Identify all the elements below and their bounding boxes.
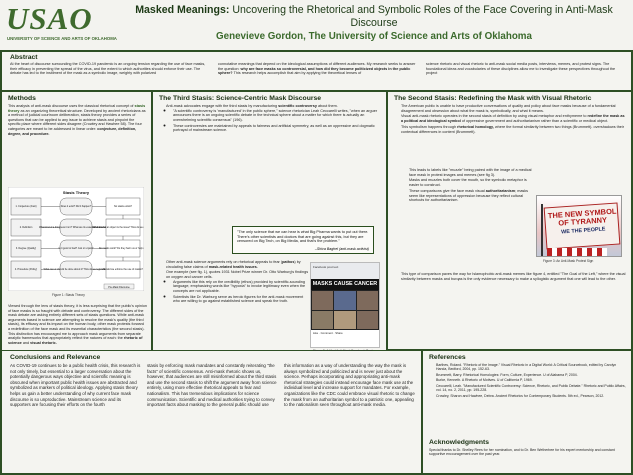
poster-author: Genevieve Gordon, The University of Scie…: [216, 31, 532, 42]
protest-sign-image: THE NEW SYMBOL OF TYRANNY WE THE PEOPLE: [536, 195, 622, 257]
third-stasis-heading: The Third Stasis: Science-Centric Mask D…: [159, 95, 322, 102]
third-stasis-intro: Anti-mask advocates engage with the thir…: [159, 104, 382, 224]
methods-heading: Methods: [8, 95, 36, 102]
fb-photo: [334, 310, 356, 329]
third-stasis-sub-2: These controversies are maintained by ap…: [173, 124, 382, 133]
second-stasis-sublist: This leads to labels like "muzzle" being…: [402, 168, 534, 238]
title-bold: Masked Meanings:: [135, 4, 230, 16]
fb-photo: [334, 291, 356, 310]
diagram-questions-label: Does it exist? Did it happen?: [61, 205, 92, 208]
conclusions-col-2: stasis by enforcing mask mandates and co…: [147, 363, 277, 408]
fb-post-headline: MASKS CAUSE CANCER: [311, 279, 379, 290]
second-stasis-sub-1: This leads to labels like "muzzle" being…: [409, 168, 534, 177]
references-list: Barthes, Roland. "Rhetoric of the Image.…: [429, 363, 627, 425]
diagram-footer-box: [103, 283, 135, 290]
conclusions-col-3: this information as a way of understandi…: [284, 363, 415, 408]
reference-item: Burke, Kenneth. A Rhetoric of Motives. U…: [436, 378, 627, 382]
stasis-theory-diagram: Stasis Theory 1. Conjecture (Fact) Does i…: [8, 187, 144, 291]
abstract-col-3: science rhetoric and visual rhetoric to …: [426, 62, 616, 76]
figure-1-caption: Figure 1: Stasis Theory: [52, 293, 85, 297]
methods-paragraph-2: Viewed through the lens of stasis theory…: [8, 304, 147, 345]
third-stasis-bullet-2: Other anti-mask science arguments rely o…: [166, 260, 311, 269]
second-stasis-bullet-3: This symbolism happens through rhetorica…: [401, 125, 627, 134]
diagram-outcomes-label: Do masks work? Do they harm us or help u…: [99, 247, 144, 250]
diagram-nodes-label: 2. Definition: [20, 226, 33, 229]
methods-paragraph-1: This analysis of anti-mask discourse use…: [8, 104, 146, 136]
third-stasis-body: Other anti-mask science arguments rely o…: [159, 260, 311, 350]
second-stasis-sub-3: These comparisons give the face mask vis…: [409, 189, 534, 203]
fb-post-photos: [311, 290, 379, 330]
fb-photo: [312, 310, 334, 329]
acknowledgments-heading: Acknowledgments: [429, 439, 490, 446]
conclusions-panel: Conclusions and Relevance As COVID-19 co…: [2, 351, 421, 473]
third-stasis-sub-3: Arguments like this rely on the credibil…: [173, 280, 311, 294]
diagram-nodes-label: 1. Conjecture (Fact): [15, 205, 36, 208]
diagram-questions-label: What kind of a thing/event is it? What a…: [39, 226, 114, 229]
second-stasis-bottom: This type of comparison paves the way fo…: [394, 272, 627, 300]
fb-photo: [356, 310, 378, 329]
second-stasis-bullet-1: The American public is unable to have pr…: [401, 104, 627, 113]
abstract-panel: Abstract At the heart of discourse surro…: [2, 52, 631, 90]
second-stasis-bullet-4: This type of comparison paves the way fo…: [401, 272, 627, 281]
second-stasis-heading: The Second Stasis: Redefining the Mask w…: [394, 95, 592, 102]
fb-photo: [356, 291, 378, 310]
references-heading: References: [429, 354, 466, 361]
diagram-outcomes-label: What kind of an object is the issue? How…: [93, 226, 144, 229]
logo-subtitle: UNIVERSITY OF SCIENCE AND ARTS OF OKLAHO…: [7, 36, 117, 41]
diagram-footer-label: Pre-Mask Discourse: [108, 286, 130, 289]
protest-sign: THE NEW SYMBOL OF TYRANNY WE THE PEOPLE: [543, 202, 621, 250]
quote-text: "The only science that we can hear is wh…: [237, 230, 369, 244]
abstract-col-1: At the heart of discourse surrounding th…: [10, 62, 206, 76]
fb-post-footer: Like · Comment · Share: [313, 331, 343, 335]
third-stasis-sub-4: Scientists like Dr. Warburg serve as her…: [173, 295, 311, 304]
title-rest: Uncovering the Rhetorical and Symbolic R…: [232, 4, 613, 29]
conclusions-col-1: As COVID-19 continues to be a public hea…: [10, 363, 141, 408]
abstract-col-2: connotative meanings that depend on the …: [218, 62, 416, 76]
usao-logo: USAO UNIVERSITY OF SCIENCE AND ARTS OF O…: [6, 1, 117, 47]
logo-wordmark: USAO: [6, 1, 93, 36]
fb-post-header: Facebook post text: [311, 263, 379, 279]
second-stasis-sub-2: Masks and muzzles both cover the mouth, …: [409, 178, 534, 187]
poster-header: USAO UNIVERSITY OF SCIENCE AND ARTS OF O…: [0, 0, 633, 50]
third-stasis-bullet-1: Anti-mask advocates engage with the thir…: [166, 104, 382, 133]
conclusions-heading: Conclusions and Relevance: [10, 354, 101, 361]
diagram-questions-label: What can or should be done about it? How…: [44, 268, 110, 271]
diagram-outcomes-label: No stasis exists?: [114, 205, 133, 208]
diagram-questions-label: Is it good or bad? Just or unjust?: [59, 247, 94, 250]
reference-item: Barthes, Roland. "Rhetoric of the Image.…: [436, 363, 627, 372]
diagram-title: Stasis Theory: [63, 190, 90, 195]
facebook-post-image: Facebook post text MASKS CAUSE CANCER Li…: [310, 262, 380, 348]
second-stasis-bullet-2: Visual anti-mask rhetoric operates in th…: [401, 114, 627, 123]
reference-item: Crowley, Sharon and Hawhee, Debra. Ancie…: [436, 394, 627, 398]
quote-attribution: –Shiva Baghel (anti-mask activist): [314, 247, 369, 251]
poster-title: Masked Meanings: Uncovering the Rhetoric…: [124, 4, 624, 30]
third-stasis-sub-1: "A scientific controversy is 'manufactur…: [173, 109, 382, 123]
baghel-quote-box: "The only science that we can hear is wh…: [232, 226, 374, 254]
diagram-nodes-label: 3. Degree (Quality): [16, 247, 36, 250]
third-stasis-bullet-3: One example (see fig. 1), quotes 1931 No…: [166, 270, 311, 303]
flag-stripes: [547, 248, 607, 256]
second-stasis-top: The American public is unable to have pr…: [394, 104, 627, 168]
abstract-heading: Abstract: [10, 54, 38, 61]
references-panel: References Barthes, Roland. "Rhetoric of…: [423, 351, 631, 473]
diagram-outcomes-label: Should we enforce the use of masks?: [103, 268, 144, 271]
figure-3-caption: Figure 3: An Anti-Mask Protest Sign: [543, 259, 594, 263]
diagram-rows: 1. Conjecture (Fact) Does it exist? Did i…: [10, 197, 144, 279]
reference-item: Brummett, Barry. Rhetorical Homologies: …: [436, 373, 627, 377]
acknowledgments-text: Special thanks to Dr. Shelley Rees for h…: [429, 448, 615, 457]
fb-photo: [312, 291, 334, 310]
diagram-nodes-label: 4. Procedure (Policy): [15, 268, 38, 271]
reference-item: Ceccarelli, Leah. "Manufactured Scientif…: [436, 384, 627, 393]
